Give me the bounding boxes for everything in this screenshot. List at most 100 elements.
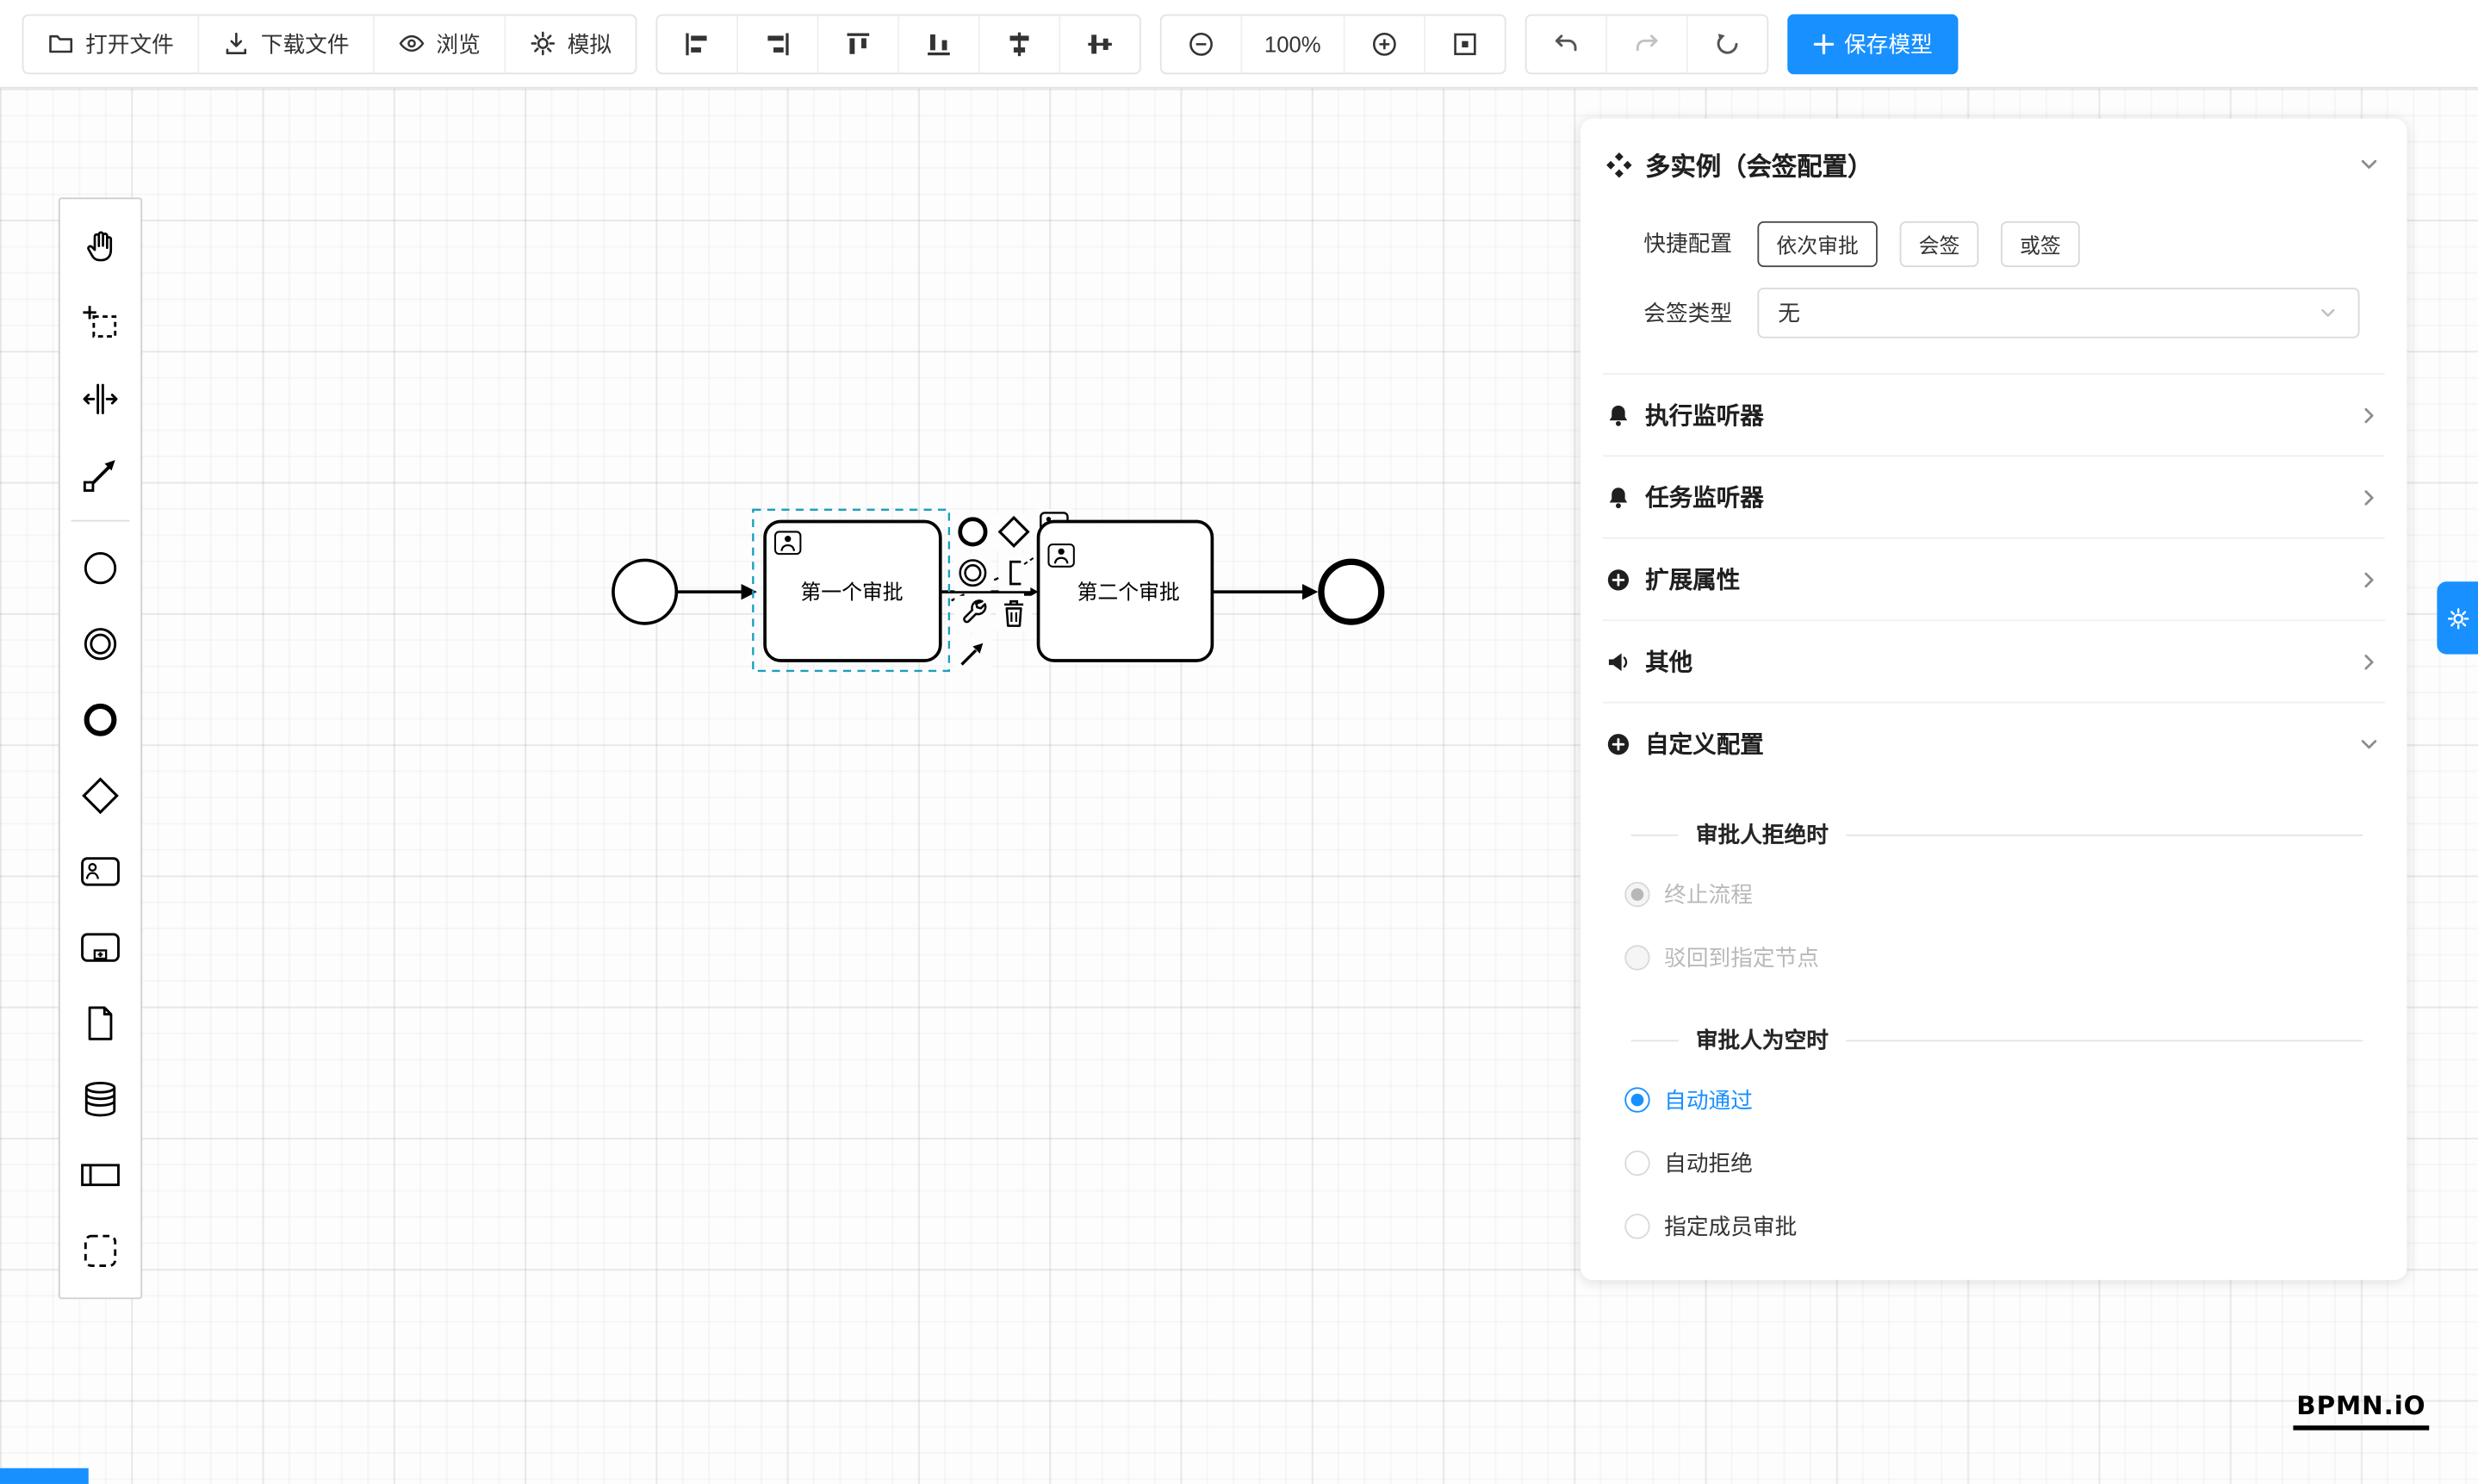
section-other[interactable]: 其他	[1602, 619, 2385, 701]
section-label: 任务监听器	[1645, 485, 1764, 512]
task2-label: 第二个审批	[1078, 581, 1180, 604]
lasso-tool[interactable]	[64, 284, 136, 360]
create-data-store[interactable]	[64, 1060, 136, 1136]
canvas[interactable]: 第一个审批	[0, 88, 2478, 1484]
create-intermediate-event[interactable]	[64, 605, 136, 681]
quick-option-countersign[interactable]: 会签	[1899, 220, 1979, 267]
align-top-button[interactable]	[818, 15, 900, 72]
radio-label: 指定成员审批	[1664, 1214, 1798, 1239]
user-icon	[774, 531, 802, 556]
radio-auto-pass[interactable]: 自动通过	[1605, 1068, 2382, 1131]
align-group	[655, 13, 1141, 74]
create-data-object[interactable]	[64, 984, 136, 1060]
radio-label: 自动拒绝	[1664, 1150, 1753, 1177]
space-tool-icon	[83, 382, 118, 414]
download-file-label: 下载文件	[260, 30, 350, 57]
align-left-button[interactable]	[657, 15, 738, 72]
append-intermediate-event[interactable]	[954, 555, 991, 592]
radio-circle	[1624, 1214, 1650, 1239]
bpmn-io-logo: BPMN.iO	[2293, 1391, 2430, 1431]
task-second-approval[interactable]: 第二个审批	[1036, 519, 1214, 662]
align-right-button[interactable]	[738, 15, 819, 72]
start-event[interactable]	[612, 558, 679, 625]
sign-type-select[interactable]: 无	[1757, 287, 2360, 338]
open-file-button[interactable]: 打开文件	[24, 15, 200, 72]
end-event-icon	[84, 702, 117, 736]
space-tool[interactable]	[64, 360, 136, 436]
global-connect-tool[interactable]	[64, 436, 136, 512]
divider-reject: 审批人拒绝时	[1630, 818, 2363, 850]
create-participant[interactable]	[64, 1136, 136, 1212]
quick-option-orsign[interactable]: 或签	[2001, 220, 2080, 267]
sequence-flow-1[interactable]	[676, 583, 757, 600]
create-subprocess[interactable]	[64, 909, 136, 984]
radio-assign-member[interactable]: 指定成员审批	[1605, 1195, 2382, 1257]
simulate-button[interactable]: 模拟	[506, 15, 635, 71]
task-first-approval[interactable]: 第一个审批	[763, 519, 942, 662]
bell-icon	[1609, 487, 1628, 508]
create-user-task[interactable]	[64, 833, 136, 909]
zoom-level[interactable]: 100%	[1242, 15, 1345, 72]
align-left-icon	[686, 32, 707, 55]
chevron-right-icon	[2364, 654, 2374, 669]
panel-toggle-tab[interactable]	[2437, 581, 2478, 655]
quick-option-sequential[interactable]: 依次审批	[1757, 220, 1878, 267]
append-gateway[interactable]	[995, 513, 1033, 550]
section-label: 其他	[1645, 649, 1693, 677]
align-bottom-button[interactable]	[899, 15, 980, 72]
create-start-event[interactable]	[64, 530, 136, 605]
change-type-button[interactable]	[954, 595, 991, 631]
hand-tool[interactable]	[64, 208, 136, 284]
eye-icon	[399, 34, 425, 52]
sign-type-row: 会签类型 无	[1605, 284, 2360, 341]
radio-terminate-process[interactable]: 终止流程	[1605, 863, 2382, 926]
plus-icon	[1813, 33, 1834, 54]
task1-label: 第一个审批	[800, 581, 903, 604]
chevron-down-icon	[2361, 739, 2377, 748]
redo-button[interactable]	[1607, 15, 1688, 72]
align-center-button[interactable]	[980, 15, 1061, 72]
delete-button[interactable]	[995, 595, 1033, 631]
panel-header[interactable]: 多实例（会签配置）	[1581, 119, 2407, 202]
radio-return-to-node[interactable]: 驳回到指定节点	[1605, 926, 2382, 989]
quick-config-row: 快捷配置 依次审批 会签 或签	[1605, 215, 2359, 272]
start-event-icon	[84, 551, 117, 584]
section-execution-listener[interactable]: 执行监听器	[1602, 373, 2385, 455]
download-file-button[interactable]: 下载文件	[199, 15, 375, 72]
radio-auto-reject[interactable]: 自动拒绝	[1605, 1132, 2382, 1195]
sequence-flow-3[interactable]	[1212, 583, 1319, 600]
align-middle-button[interactable]	[1060, 15, 1140, 71]
append-text-annotation[interactable]	[998, 555, 1034, 592]
quick-config-label: 快捷配置	[1643, 230, 1733, 257]
connect-tool[interactable]	[954, 636, 991, 672]
zoom-in-button[interactable]	[1345, 15, 1425, 72]
gear-icon	[531, 31, 556, 56]
end-event[interactable]	[1318, 558, 1385, 625]
chevron-right-icon	[2364, 407, 2374, 423]
bell-icon	[1609, 404, 1628, 425]
quick-config-buttons: 依次审批 会签 或签	[1757, 220, 2080, 267]
zoom-out-icon	[1189, 32, 1213, 55]
save-model-button[interactable]: 保存模型	[1786, 13, 1959, 74]
preview-button[interactable]: 浏览	[375, 15, 506, 72]
gear-icon	[2447, 607, 2469, 629]
palette-separator	[71, 519, 130, 522]
section-task-listener[interactable]: 任务监听器	[1602, 455, 2385, 537]
section-custom-config[interactable]: 自定义配置	[1602, 701, 2385, 784]
create-end-event[interactable]	[64, 681, 136, 757]
create-group[interactable]	[64, 1212, 136, 1288]
zoom-out-button[interactable]	[1162, 15, 1243, 72]
append-end-event[interactable]	[954, 513, 991, 550]
radio-circle	[1624, 1087, 1650, 1113]
fit-viewport-button[interactable]	[1425, 15, 1505, 71]
refresh-button[interactable]	[1687, 15, 1767, 71]
undo-button[interactable]	[1526, 15, 1607, 72]
user-icon	[1047, 543, 1075, 568]
panel-title: 多实例（会签配置）	[1645, 154, 1873, 183]
section-extended-properties[interactable]: 扩展属性	[1602, 537, 2385, 619]
align-center-icon	[1009, 31, 1029, 56]
plus-circle-icon	[1607, 568, 1630, 590]
multi-instance-icon	[1606, 152, 1632, 177]
create-gateway[interactable]	[64, 757, 136, 833]
